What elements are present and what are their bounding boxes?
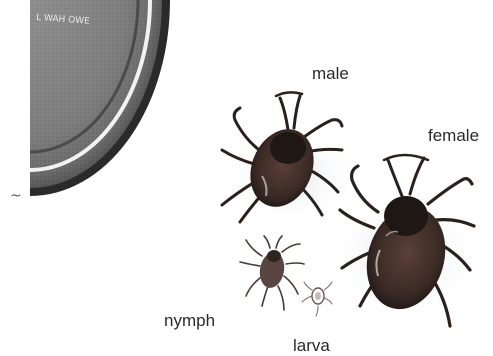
tilde-mark: ~ xyxy=(10,188,22,204)
larva-tick-body xyxy=(312,288,324,304)
label-female: female xyxy=(428,126,479,146)
label-larva: larva xyxy=(293,336,330,356)
coin: L WAH OWE xyxy=(30,0,166,192)
label-male: male xyxy=(312,64,349,84)
label-nymph: nymph xyxy=(164,311,215,331)
